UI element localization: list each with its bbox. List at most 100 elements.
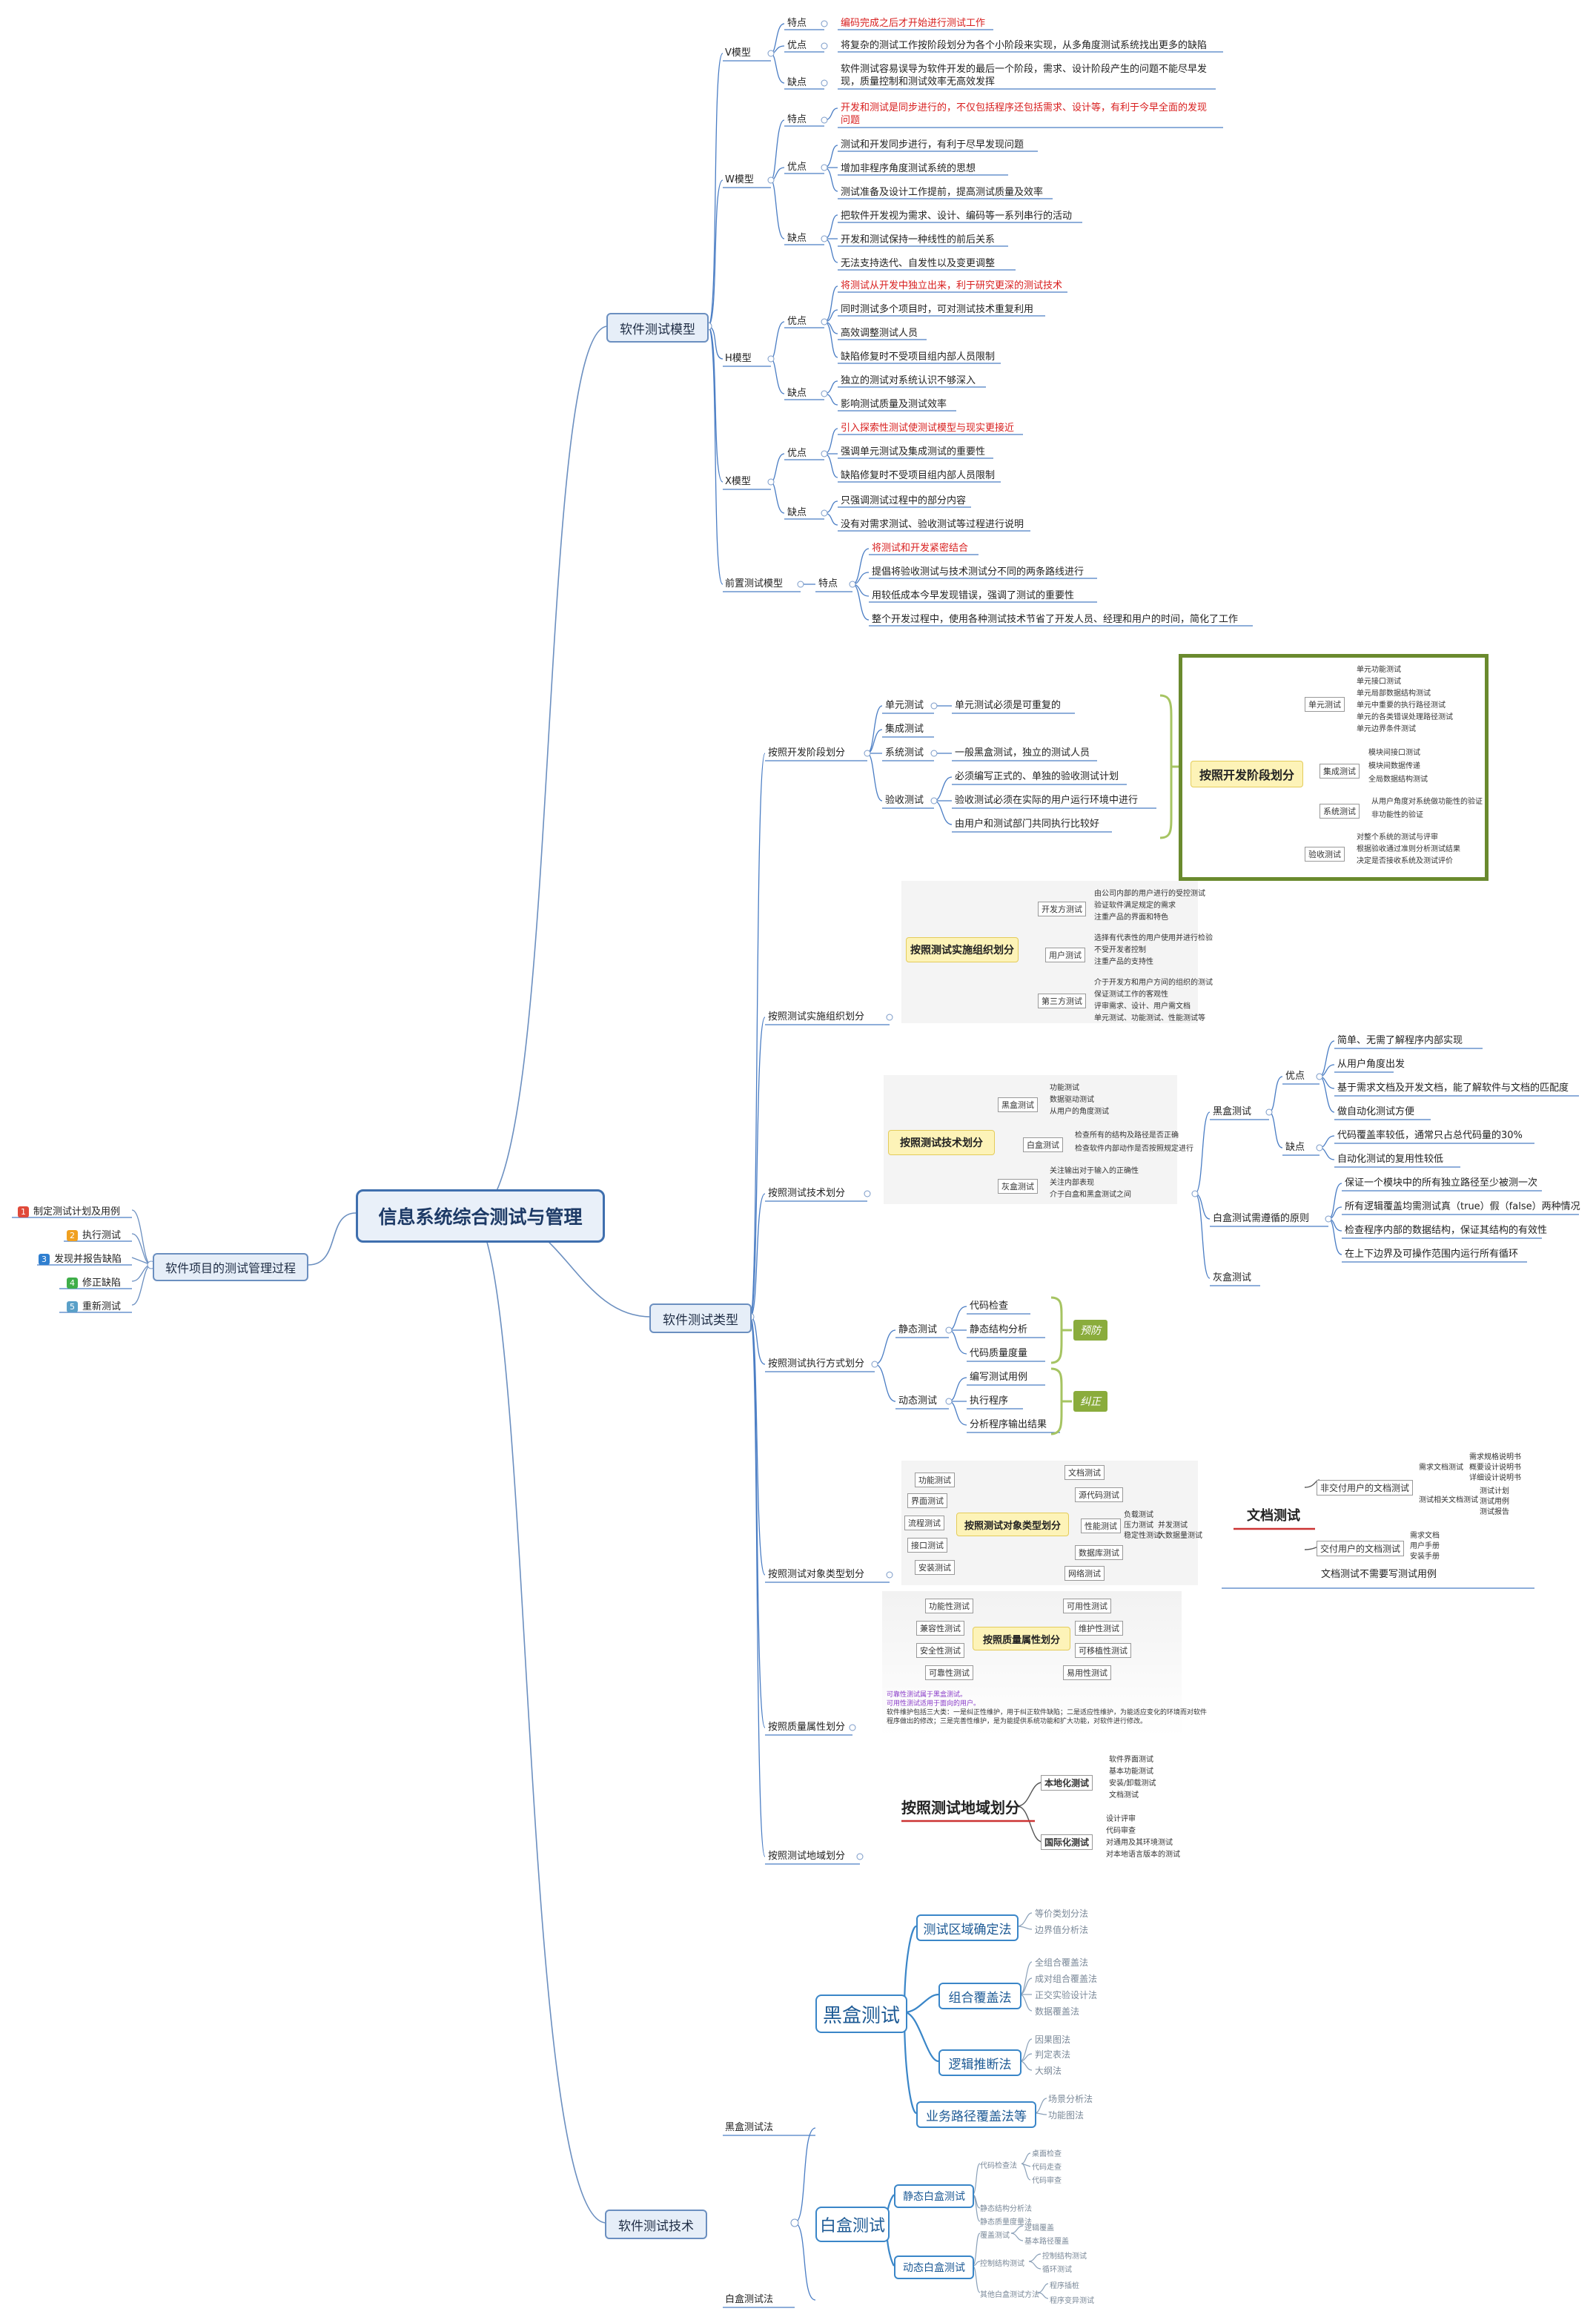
priority-4-icon: 4: [67, 1278, 78, 1289]
white-d-a: 覆盖测试: [980, 2232, 1010, 2240]
branch-test-types[interactable]: 软件测试类型: [649, 1303, 752, 1333]
exec-dynamic[interactable]: 动态测试: [898, 1395, 938, 1407]
stage-unit[interactable]: 单元测试: [885, 700, 924, 711]
exec-static-2: 静态结构分析: [970, 1324, 1028, 1335]
tech-panel-black: 黑盒测试: [998, 1097, 1038, 1112]
by-object-label[interactable]: 按照测试对象类型划分: [768, 1569, 865, 1580]
black-d-1: 场景分析法: [1048, 2094, 1093, 2104]
org-panel-third-1: 介于开发方和用户方间的组织的测试: [1094, 979, 1213, 987]
region-intl-2: 代码审查: [1106, 1827, 1136, 1835]
v-adv-label[interactable]: 优点: [787, 40, 807, 51]
tag-correct: 纠正: [1073, 1391, 1107, 1412]
branch-test-models[interactable]: 软件测试模型: [606, 313, 709, 343]
region-intl-4: 对本地语言版本的测试: [1106, 1851, 1180, 1859]
stage-panel-integ-2: 模块间数据传递: [1368, 762, 1420, 770]
black-b: 组合覆盖法: [938, 1983, 1021, 2009]
doc-test-2: 测试用例: [1480, 1498, 1509, 1506]
w-feat-label[interactable]: 特点: [787, 114, 807, 125]
v-feat-label[interactable]: 特点: [787, 18, 807, 29]
tech-dis-label[interactable]: 缺点: [1285, 1142, 1305, 1153]
white-rule-3: 检查程序内部的数据结构，保证其结构的有效性: [1345, 1225, 1548, 1236]
w-adv-label[interactable]: 优点: [787, 162, 807, 173]
priority-2-icon: 2: [67, 1230, 78, 1241]
doc-req-1: 需求规格说明书: [1469, 1453, 1521, 1461]
stage-integ[interactable]: 集成测试: [885, 724, 924, 735]
x-dis-label[interactable]: 缺点: [787, 507, 807, 518]
doc-test-title: 文档测试: [1247, 1508, 1300, 1524]
white-static: 静态白盒测试: [894, 2184, 974, 2208]
white-s-c: 静态质量度量法: [980, 2218, 1032, 2227]
w-dis-2: 开发和测试保持一种线性的前后关系: [841, 234, 996, 245]
h-adv-4: 缺陷修复时不受项目组内部人员限制: [841, 351, 996, 363]
v-model[interactable]: V模型: [725, 47, 751, 59]
by-stage-label[interactable]: 按照开发阶段划分: [768, 747, 846, 759]
front-feat-label[interactable]: 特点: [818, 578, 838, 589]
priority-5-icon: 5: [67, 1301, 78, 1312]
branch-test-techniques[interactable]: 软件测试技术: [605, 2210, 707, 2239]
black-c-1: 因果图法: [1035, 2035, 1071, 2045]
doc-user-1: 需求文档: [1410, 1532, 1440, 1540]
stage-sys[interactable]: 系统测试: [885, 747, 924, 759]
by-quality-label[interactable]: 按照质量属性划分: [768, 1722, 846, 1733]
tech-panel-white-1: 检查所有的结构及路径是否正确: [1075, 1131, 1179, 1140]
left-item-3[interactable]: 3 发现并报告缺陷: [39, 1251, 122, 1265]
left-item-5-label: 重新测试: [82, 1301, 122, 1312]
x-model[interactable]: X模型: [725, 476, 751, 487]
object-right-1: 文档测试: [1064, 1465, 1105, 1480]
w-adv-2: 增加非程序角度测试系统的思想: [841, 163, 976, 174]
w-dis-label[interactable]: 缺点: [787, 233, 807, 244]
w-adv-3: 测试准备及设计工作提前，提高测试质量及效率: [841, 187, 1044, 198]
tech-panel-white-2: 检查软件内部动作是否按照规定进行: [1075, 1145, 1193, 1153]
h-model[interactable]: H模型: [725, 353, 752, 364]
by-exec-label[interactable]: 按照测试执行方式划分: [768, 1358, 865, 1369]
tech-white-rules[interactable]: 白盒测试需遵循的原则: [1213, 1213, 1310, 1224]
tech-dis-1: 代码覆盖率较低，通常只占总代码量的30%: [1337, 1130, 1523, 1141]
priority-1-icon: 1: [18, 1206, 29, 1217]
tech-adv-label[interactable]: 优点: [1285, 1071, 1305, 1082]
h-dis-label[interactable]: 缺点: [787, 388, 807, 399]
branch-test-management[interactable]: 软件项目的测试管理过程: [153, 1253, 308, 1281]
priority-3-icon: 3: [39, 1254, 50, 1265]
white-s-a-2: 代码走查: [1032, 2164, 1062, 2172]
stage-panel-center: 按照开发阶段划分: [1191, 761, 1303, 787]
white-rule-4: 在上下边界及可操作范围内运行所有循环: [1345, 1249, 1519, 1260]
stage-panel-sys-2: 非功能性的验证: [1371, 811, 1423, 819]
tech-gray[interactable]: 灰盒测试: [1213, 1272, 1252, 1283]
root-topic[interactable]: 信息系统综合测试与管理: [356, 1189, 605, 1243]
exec-static[interactable]: 静态测试: [898, 1324, 938, 1335]
by-org-label[interactable]: 按照测试实施组织划分: [768, 1011, 865, 1022]
x-dis-2: 没有对需求测试、验收测试等过程进行说明: [841, 519, 1024, 530]
by-tech-label[interactable]: 按照测试技术划分: [768, 1188, 846, 1199]
x-adv-label[interactable]: 优点: [787, 448, 807, 459]
tech-black[interactable]: 黑盒测试: [1213, 1106, 1252, 1117]
stage-panel-unit-5: 单元的各类错误处理路径测试: [1357, 713, 1453, 721]
h-adv-1: 将测试从开发中独立出来，利于研究更深的测试技术: [841, 280, 1063, 291]
white-box-method[interactable]: 白盒测试法: [725, 2294, 774, 2305]
black-box-method[interactable]: 黑盒测试法: [725, 2122, 774, 2133]
left-item-3-label: 发现并报告缺陷: [54, 1254, 122, 1265]
v-dis-2: 现，质量控制和测试效率无高效发挥: [841, 76, 996, 87]
tech-adv-1: 简单、无需了解程序内部实现: [1337, 1035, 1463, 1046]
stage-panel-accept-3: 决定是否接收系统及测试评价: [1357, 857, 1453, 865]
x-adv-1: 引入探索性测试使测试模型与现实更接近: [841, 423, 1015, 434]
quality-right-2: 维护性测试: [1075, 1621, 1123, 1636]
exec-static-1: 代码检查: [970, 1301, 1009, 1312]
region-local-1: 软件界面测试: [1109, 1756, 1153, 1764]
front-model[interactable]: 前置测试模型: [725, 578, 784, 589]
w-model[interactable]: W模型: [725, 174, 754, 185]
stage-panel-sys-1: 从用户角度对系统做功能性的验证: [1371, 798, 1483, 806]
stage-accept[interactable]: 验收测试: [885, 795, 924, 806]
org-panel-dev-3: 注重产品的界面和特色: [1094, 913, 1168, 922]
black-box-center: 黑盒测试: [815, 1995, 907, 2033]
exec-dynamic-3: 分析程序输出结果: [970, 1419, 1047, 1430]
h-adv-label[interactable]: 优点: [787, 316, 807, 327]
org-panel-user: 用户测试: [1045, 948, 1085, 962]
stage-panel-unit: 单元测试: [1305, 697, 1345, 712]
left-item-5[interactable]: 5 重新测试: [67, 1298, 121, 1312]
by-region-label[interactable]: 按照测试地域划分: [768, 1851, 846, 1862]
exec-static-3: 代码质量度量: [970, 1348, 1028, 1359]
v-dis-label[interactable]: 缺点: [787, 77, 807, 88]
